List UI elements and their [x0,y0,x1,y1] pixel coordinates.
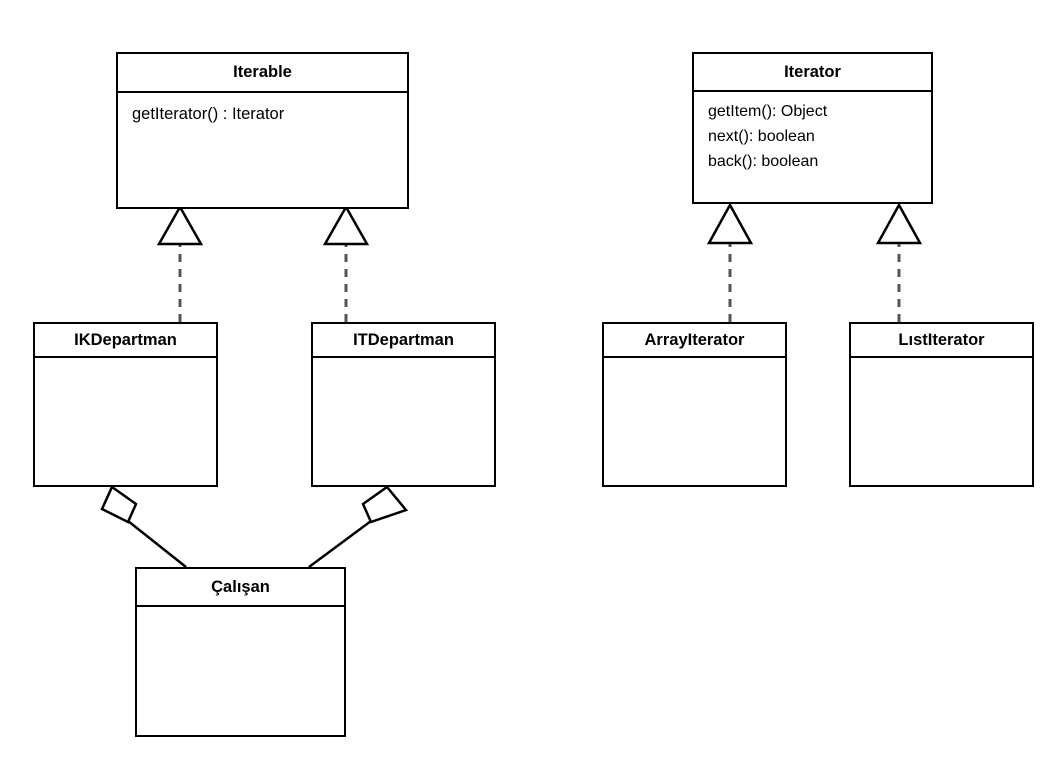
class-box-iterator[interactable]: Iterator getItem(): Object next(): boole… [692,52,933,204]
class-members-ikdepartman [35,358,216,485]
class-members-iterator: getItem(): Object next(): boolean back()… [694,92,931,202]
hollow-diamond-icon [100,485,138,524]
realization-arrayiterator-to-iterator [706,202,754,322]
realization-ikdepartman-to-iterable [156,204,204,322]
class-box-listiterator[interactable]: LıstIterator [849,322,1034,487]
class-name-iterable: Iterable [118,54,407,93]
hollow-diamond-icon [361,485,409,524]
hollow-triangle-icon [322,204,370,246]
hollow-triangle-icon [706,202,754,245]
realization-itdepartman-to-iterable [322,204,370,322]
class-members-calisan [137,607,344,735]
class-members-arrayiterator [604,358,785,485]
class-member: getIterator() : Iterator [132,105,285,123]
class-box-arrayiterator[interactable]: ArrayIterator [602,322,787,487]
aggregation-connector [308,519,372,569]
class-box-iterable[interactable]: Iterable getIterator() : Iterator [116,52,409,209]
class-name-calisan: Çalışan [137,569,344,607]
class-name-ikdepartman: IKDepartman [35,324,216,358]
class-members-listiterator [851,358,1032,485]
class-members-itdepartman [313,358,494,485]
hollow-triangle-icon [156,204,204,246]
class-box-calisan[interactable]: Çalışan [135,567,346,737]
class-box-itdepartman[interactable]: ITDepartman [311,322,496,487]
class-name-itdepartman: ITDepartman [313,324,494,358]
class-name-arrayiterator: ArrayIterator [604,324,785,358]
aggregation-itdepartman-to-calisan [308,485,409,569]
class-members-iterable: getIterator() : Iterator [118,93,407,207]
class-box-ikdepartman[interactable]: IKDepartman [33,322,218,487]
class-member: next(): boolean [708,128,815,145]
aggregation-ikdepartman-to-calisan [100,485,187,568]
hollow-triangle-icon [875,202,923,245]
class-name-iterator: Iterator [694,54,931,92]
class-member: getItem(): Object [708,103,828,120]
class-name-listiterator: LıstIterator [851,324,1032,358]
realization-listiterator-to-iterator [875,202,923,322]
class-member: back(): boolean [708,153,819,170]
aggregation-connector [127,520,187,568]
